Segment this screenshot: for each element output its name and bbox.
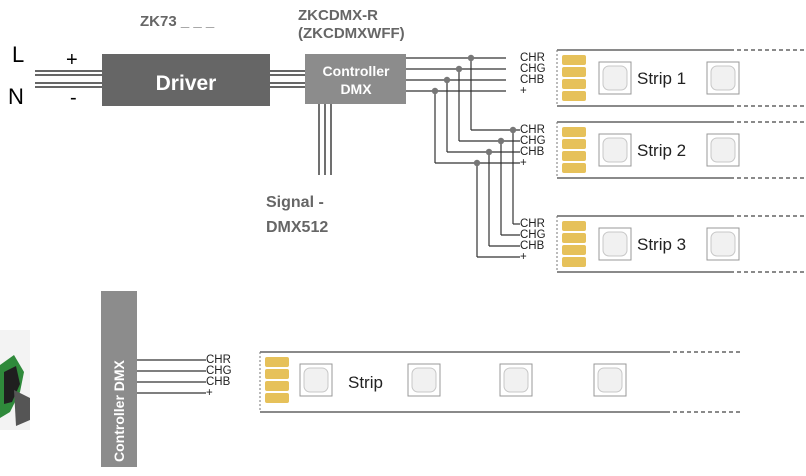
solder-pad [562, 245, 586, 255]
junction-b-3 [473, 159, 481, 167]
channel-label-0-2: CHB [520, 74, 545, 86]
line-label: L [12, 42, 24, 67]
junction-a-1 [455, 65, 463, 73]
single-controller-label: Controller DMX [111, 359, 127, 462]
solder-pad [562, 221, 586, 231]
single-controller-box [101, 291, 137, 467]
solder-pad [562, 151, 586, 161]
controller-box [305, 54, 406, 104]
driver-model: ZK73 _ _ _ [140, 13, 215, 30]
neutral-label: N [8, 84, 24, 109]
dmx-connector-image [0, 330, 30, 430]
controller-model-1: ZKCDMX-R [298, 7, 378, 24]
solder-pad [562, 139, 586, 149]
solder-pad [265, 393, 289, 403]
single-channel-wiring [137, 359, 206, 394]
solder-pad [562, 163, 586, 173]
single-channel-label-2: CHB [206, 376, 231, 388]
mains-wires [35, 70, 102, 88]
dmx-signal-wires [318, 104, 332, 175]
driver-box [102, 54, 270, 106]
solder-pad [562, 55, 586, 65]
wire-junctions [431, 54, 517, 167]
solder-pad [562, 257, 586, 267]
mains-input: L N + - [8, 42, 102, 109]
channel-label-0-3: + [520, 85, 527, 97]
junction-b-0 [509, 126, 517, 134]
solder-pad [562, 127, 586, 137]
signal-label-1: Signal - [266, 194, 324, 211]
strip-label-2: Strip 2 [637, 141, 686, 160]
channel-wiring [406, 57, 520, 258]
signal-label-2: DMX512 [266, 219, 328, 236]
single-strip-label: Strip [348, 373, 383, 392]
driver-output-wires [270, 70, 305, 88]
single-led-strip: Strip [259, 351, 742, 413]
junction-a-2 [443, 76, 451, 84]
driver-label: Driver [156, 72, 217, 95]
strip-3: Strip 3 [556, 215, 806, 273]
strip-2: Strip 2 [556, 121, 806, 179]
junction-a-3 [431, 87, 439, 95]
minus-label: - [70, 87, 77, 109]
controller-model-2: (ZKCDMXWFF) [298, 25, 405, 42]
channel-label-2-0: CHR [520, 218, 545, 230]
channel-label-2-3: + [520, 251, 527, 263]
channel-label-2-2: CHB [520, 240, 545, 252]
channel-label-1-0: CHR [520, 124, 545, 136]
solder-pad [265, 357, 289, 367]
channel-label-1-3: + [520, 157, 527, 169]
solder-pad [562, 79, 586, 89]
junction-a-0 [467, 54, 475, 62]
single-channel-label-3: + [206, 387, 213, 399]
channel-label-0-1: CHG [520, 63, 546, 75]
solder-pad [265, 381, 289, 391]
channel-label-0-0: CHR [520, 52, 545, 64]
strip-label-3: Strip 3 [637, 235, 686, 254]
solder-pad [562, 233, 586, 243]
single-channel-label-1: CHG [206, 365, 232, 377]
junction-b-2 [485, 148, 493, 156]
channel-label-1-2: CHB [520, 146, 545, 158]
strip-1: Strip 1 [556, 49, 806, 107]
controller-label-1: Controller [323, 63, 390, 79]
solder-pad [562, 67, 586, 77]
controller-label-2: DMX [340, 81, 372, 97]
strip-label-1: Strip 1 [637, 69, 686, 88]
solder-pad [562, 91, 586, 101]
led-strips: Strip 1 Strip 2 Strip 3 [556, 49, 806, 273]
channel-label-2-1: CHG [520, 229, 546, 241]
junction-b-1 [497, 137, 505, 145]
single-channel-label-0: CHR [206, 354, 231, 366]
plus-label: + [66, 49, 78, 71]
channel-label-1-1: CHG [520, 135, 546, 147]
solder-pad [265, 369, 289, 379]
